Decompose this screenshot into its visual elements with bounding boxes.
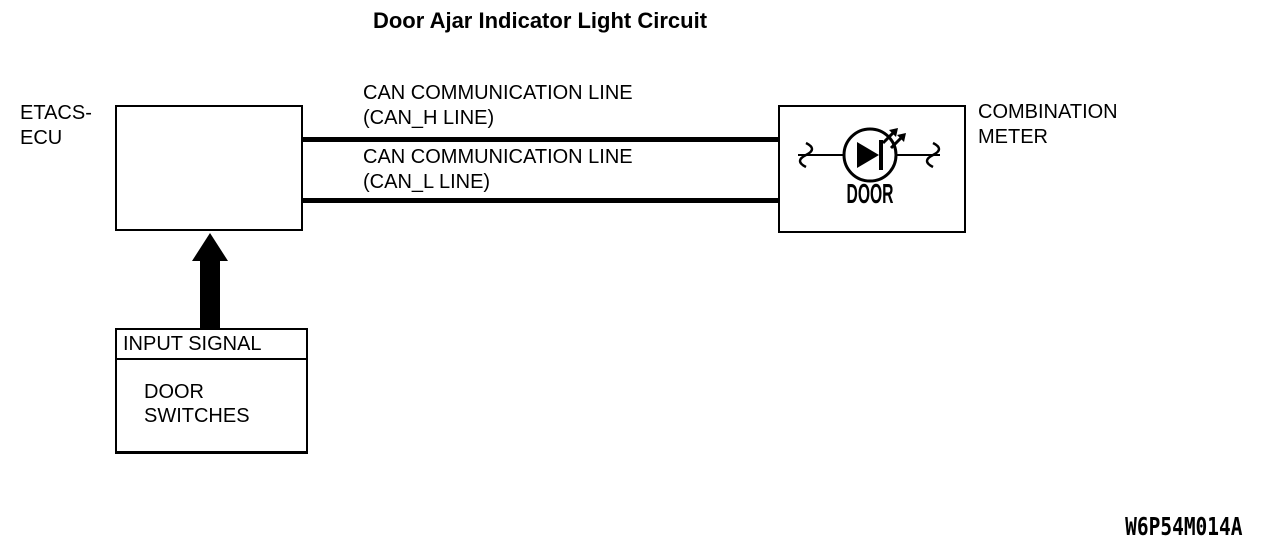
combination-meter-label: COMBINATION METER bbox=[978, 101, 1118, 148]
input-signal-arrow-shaft bbox=[200, 260, 220, 330]
door-indicator-label: DOOR bbox=[847, 178, 894, 209]
door-switches-label: DOOR SWITCHES bbox=[144, 381, 250, 427]
document-code: W6P54M014A bbox=[1125, 512, 1243, 541]
input-signal-arrow-head bbox=[192, 233, 228, 261]
can-l-label: CAN COMMUNICATION LINE (CAN_L LINE) bbox=[363, 145, 633, 195]
diagram-title: Door Ajar Indicator Light Circuit bbox=[372, 8, 708, 33]
can-l-label-name: CAN COMMUNICATION LINE bbox=[363, 146, 633, 168]
etacs-ecu-label: ETACS- ECU bbox=[20, 102, 92, 149]
can-h-label: CAN COMMUNICATION LINE (CAN_H LINE) bbox=[363, 81, 633, 131]
can-h-label-name: CAN COMMUNICATION LINE bbox=[363, 82, 633, 104]
led-indicator-icon: DOOR bbox=[798, 127, 941, 209]
input-signal-header: INPUT SIGNAL bbox=[117, 330, 306, 360]
can-l-label-sub: (CAN_L LINE) bbox=[363, 171, 491, 193]
can-h-label-sub: (CAN_H LINE) bbox=[363, 107, 495, 129]
can-h-wire bbox=[303, 137, 778, 142]
input-signal-box: INPUT SIGNAL DOOR SWITCHES bbox=[115, 328, 308, 454]
etacs-ecu-box bbox=[115, 105, 303, 231]
can-l-wire bbox=[303, 198, 778, 203]
